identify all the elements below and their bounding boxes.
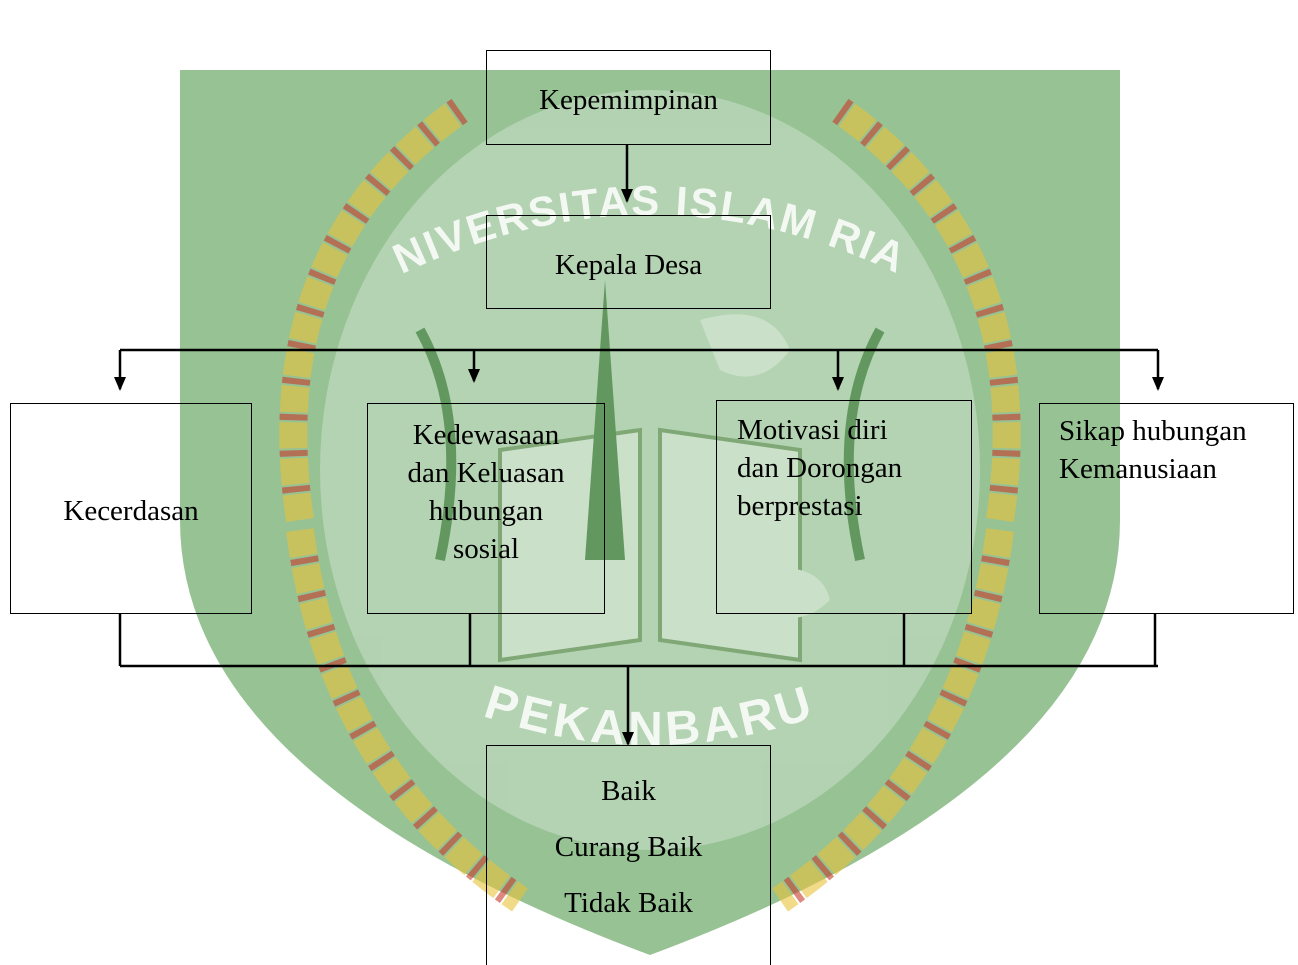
- result-line-2: Curang Baik: [554, 831, 703, 863]
- node-kepala-desa: Kepala Desa: [486, 215, 771, 309]
- factor-3-label: Motivasi diri dan Dorongan berprestasi: [737, 414, 903, 522]
- node-result: Baik Curang Baik Tidak Baik: [486, 745, 771, 965]
- node-factor-kecerdasan: Kecerdasan: [10, 403, 252, 614]
- factor-2-label: Kedewasaan dan Keluasan hubungan sosial: [407, 419, 565, 565]
- result-line-3: Tidak Baik: [564, 887, 693, 919]
- node-factor-motivasi: Motivasi diri dan Dorongan berprestasi: [716, 400, 972, 614]
- factor-1-label: Kecerdasan: [63, 495, 199, 527]
- node-factor-kedewasaan: Kedewasaan dan Keluasan hubungan sosial: [367, 403, 605, 614]
- factor-4-label: Sikap hubungan Kemanusiaan: [1059, 415, 1247, 485]
- node-kepemimpinan-label: Kepemimpinan: [539, 84, 718, 116]
- result-line-1: Baik: [601, 775, 656, 807]
- node-kepemimpinan: Kepemimpinan: [486, 50, 771, 145]
- node-kepala-desa-label: Kepala Desa: [554, 249, 703, 281]
- node-factor-sikap: Sikap hubungan Kemanusiaan: [1039, 403, 1294, 614]
- watermark-top-text: UNIVERSITAS ISLAM RIAU: [0, 0, 914, 282]
